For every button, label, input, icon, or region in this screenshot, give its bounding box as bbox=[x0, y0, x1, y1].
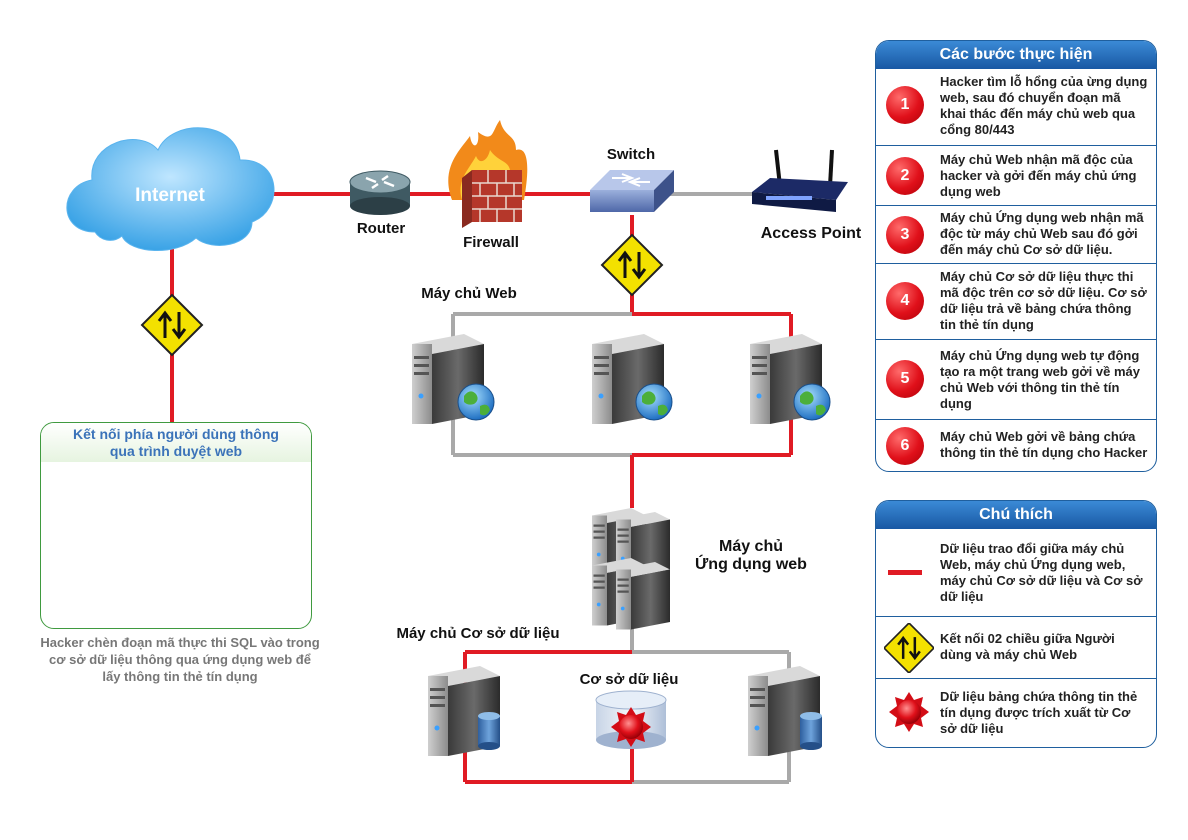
steps-list: 1 Hacker tìm lỗ hổng của ừng dụng web, s… bbox=[876, 69, 1156, 471]
app-servers-label-line2: Ứng dụng web bbox=[695, 554, 807, 573]
step-text: Máy chủ Web gởi về bảng chứa thông tin t… bbox=[940, 429, 1148, 460]
step-number-badge: 3 bbox=[886, 216, 924, 254]
step-number-badge: 4 bbox=[886, 282, 924, 320]
router-label: Router bbox=[357, 220, 405, 237]
step-item: 1 Hacker tìm lỗ hổng của ừng dụng web, s… bbox=[876, 69, 1156, 145]
legend-list: Dữ liệu trao đổi giữa máy chủ Web, máy c… bbox=[876, 529, 1156, 746]
web-server-icon bbox=[592, 334, 673, 424]
router-icon bbox=[349, 170, 411, 215]
db-server-icon bbox=[428, 666, 500, 756]
access-point-label: Access Point bbox=[761, 225, 862, 242]
web-server-icon bbox=[412, 334, 495, 424]
steps-panel: Các bước thực hiện 1 Hacker tìm lỗ hổng … bbox=[875, 40, 1157, 472]
caption-line3: lấy thông tin thẻ tín dụng bbox=[102, 669, 258, 684]
step-text: Máy chủ Cơ sở dữ liệu thực thi mã độc tr… bbox=[940, 269, 1147, 332]
step-item: 3 Máy chủ Ứng dụng web nhận mã độc từ má… bbox=[876, 205, 1156, 263]
step-item: 5 Máy chủ Ứng dụng web tự động tạo ra mộ… bbox=[876, 339, 1156, 419]
step-text: Hacker tìm lỗ hổng của ừng dụng web, sau… bbox=[940, 74, 1148, 137]
app-servers-label-line1: Máy chủ bbox=[719, 538, 783, 555]
step-item: 2 Máy chủ Web nhận mã độc của hacker và … bbox=[876, 145, 1156, 205]
user-box-title-line2: qua trình duyệt web bbox=[109, 443, 243, 459]
legend-item: Dữ liệu trao đổi giữa máy chủ Web, máy c… bbox=[876, 529, 1156, 616]
legend-panel-title: Chú thích bbox=[876, 501, 1156, 529]
user-box-title: Kết nối phía người dùng thông qua trình … bbox=[41, 423, 311, 462]
legend-text: Kết nối 02 chiều giữa Người dùng và máy … bbox=[940, 631, 1115, 662]
step-text: Máy chủ Web nhận mã độc của hacker và gở… bbox=[940, 152, 1137, 199]
web-servers-label: Máy chủ Web bbox=[421, 285, 517, 302]
bidirectional-arrow-icon bbox=[884, 623, 934, 673]
firewall-label: Firewall bbox=[463, 234, 519, 251]
web-server-icon bbox=[750, 334, 831, 424]
access-point-icon bbox=[752, 149, 848, 212]
legend-text: Dữ liệu bảng chứa thông tin thẻ tín dụng… bbox=[940, 689, 1138, 736]
bidirectional-arrow-icon bbox=[140, 293, 204, 357]
app-server-cluster-icon bbox=[592, 508, 670, 630]
firewall-icon bbox=[448, 120, 528, 228]
caption-line2: cơ sở dữ liệu thông qua ứng dụng web để bbox=[49, 652, 311, 667]
step-text: Máy chủ Ứng dụng web tự động tạo ra một … bbox=[940, 348, 1140, 411]
internet-cloud-icon bbox=[66, 127, 275, 251]
steps-panel-title: Các bước thực hiện bbox=[876, 41, 1156, 69]
bidirectional-arrow-icon bbox=[600, 233, 664, 297]
caption-line1: Hacker chèn đoạn mã thực thi SQL vào tro… bbox=[40, 635, 320, 650]
red-data-burst-icon bbox=[889, 692, 929, 732]
legend-text: Dữ liệu trao đổi giữa máy chủ Web, máy c… bbox=[940, 541, 1143, 604]
user-box-title-line1: Kết nối phía người dùng thông bbox=[73, 426, 279, 442]
step-number-badge: 1 bbox=[886, 86, 924, 124]
switch-icon bbox=[590, 170, 674, 212]
step-number-badge: 2 bbox=[886, 157, 924, 195]
db-server-icon bbox=[748, 666, 822, 756]
database-label: Cơ sở dữ liệu bbox=[580, 671, 679, 688]
switch-label: Switch bbox=[607, 146, 655, 163]
internet-label: Internet bbox=[135, 185, 205, 206]
red-line-icon bbox=[888, 570, 922, 575]
db-servers-label: Máy chủ Cơ sở dữ liệu bbox=[396, 625, 559, 642]
step-item: 6 Máy chủ Web gởi về bảng chứa thông tin… bbox=[876, 419, 1156, 471]
legend-panel: Chú thích Dữ liệu trao đổi giữa máy chủ … bbox=[875, 500, 1157, 748]
step-item: 4 Máy chủ Cơ sở dữ liệu thực thi mã độc … bbox=[876, 263, 1156, 339]
red-data-burst-icon bbox=[611, 707, 651, 747]
legend-item: Dữ liệu bảng chứa thông tin thẻ tín dụng… bbox=[876, 678, 1156, 746]
step-number-badge: 6 bbox=[886, 427, 924, 465]
hacker-caption: Hacker chèn đoạn mã thực thi SQL vào tro… bbox=[30, 634, 330, 685]
legend-item: Kết nối 02 chiều giữa Người dùng và máy … bbox=[876, 616, 1156, 678]
step-text: Máy chủ Ứng dụng web nhận mã độc từ máy … bbox=[940, 210, 1144, 257]
step-number-badge: 5 bbox=[886, 360, 924, 398]
user-connection-box: Kết nối phía người dùng thông qua trình … bbox=[40, 422, 312, 629]
